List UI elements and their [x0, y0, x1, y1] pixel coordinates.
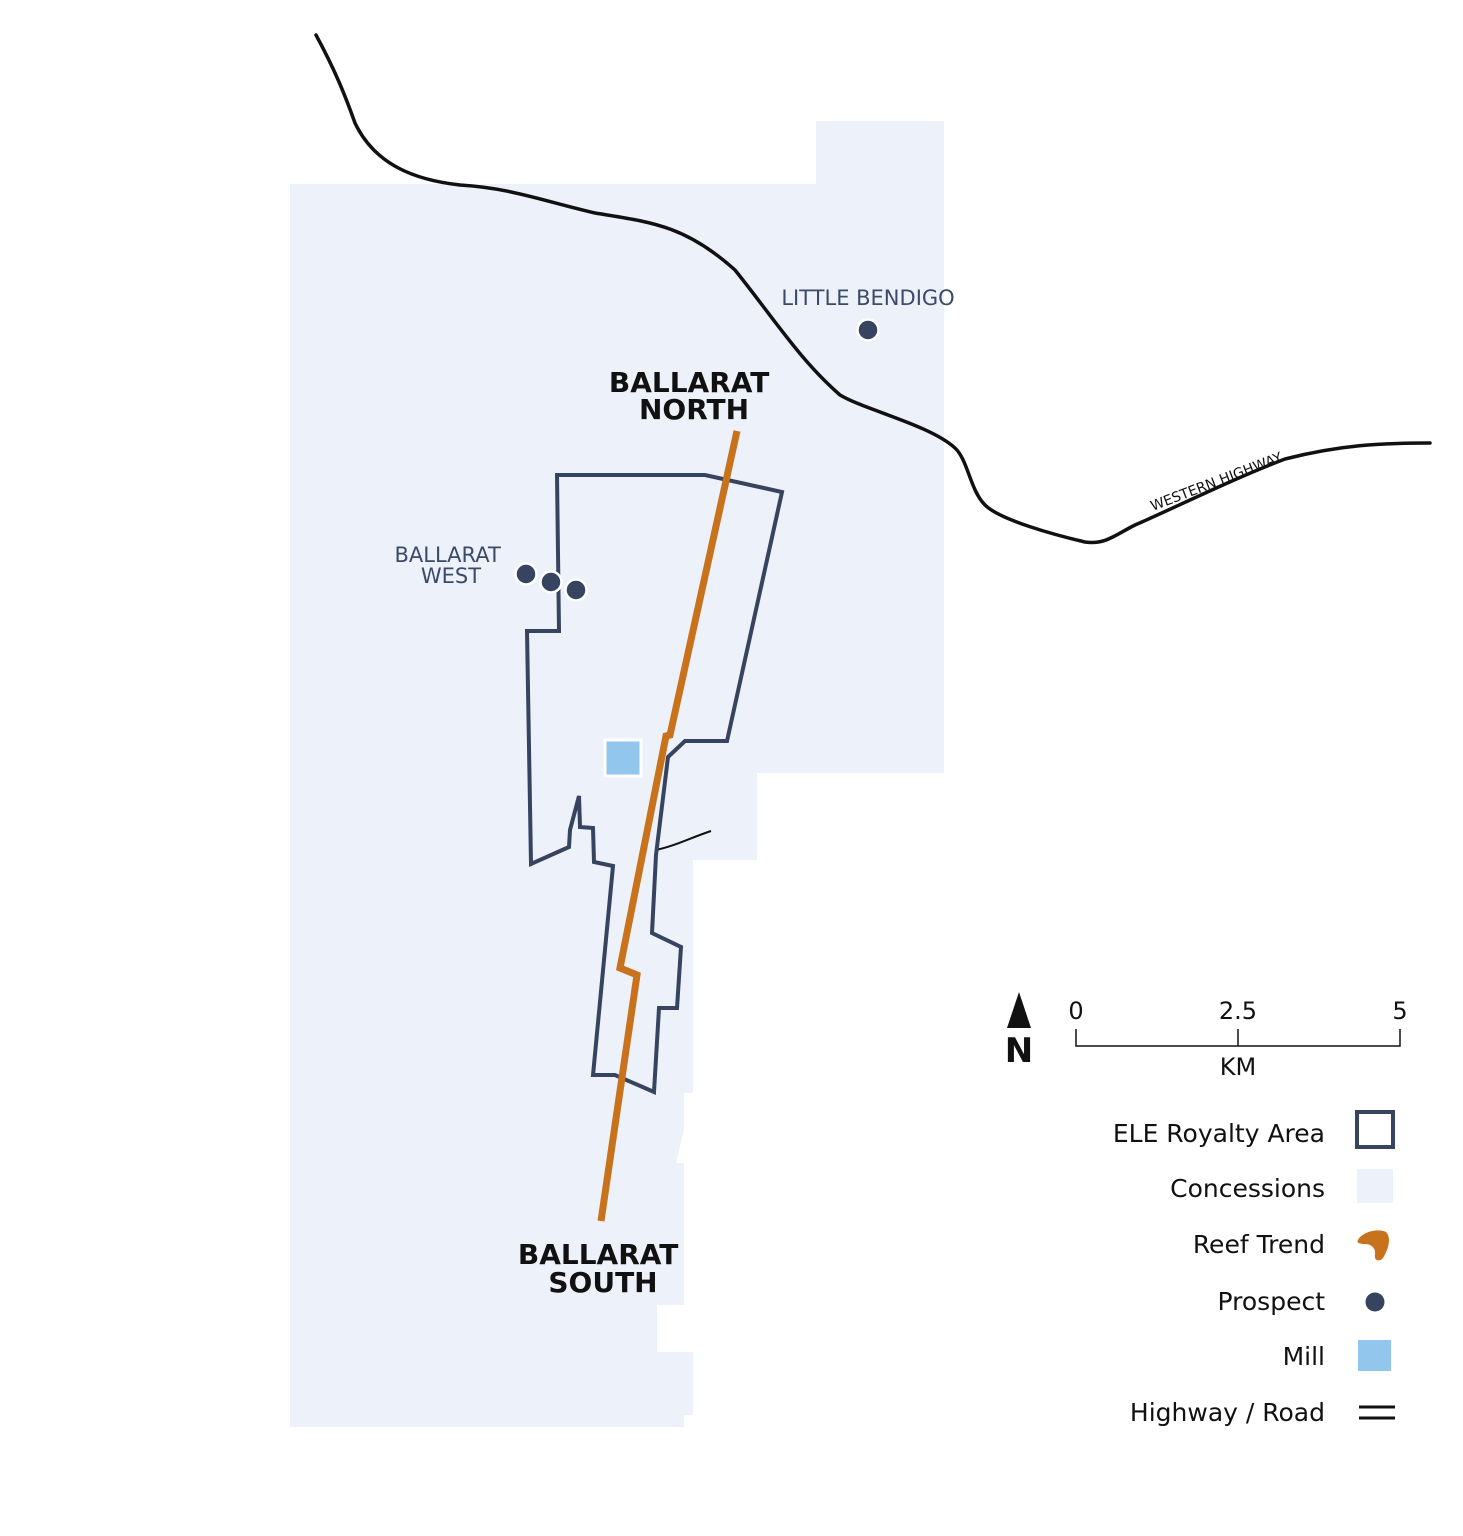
- north-arrow-label: N: [1005, 1031, 1033, 1071]
- legend-outline-square-icon: [1355, 1110, 1395, 1149]
- scale-unit: KM: [1220, 1053, 1256, 1081]
- ele-royalty-area-outline: [524, 473, 785, 1095]
- prospect-little-bendigo: [856, 318, 880, 342]
- legend-mill-square-icon: [1358, 1340, 1391, 1371]
- scale-tick-5: 5: [1392, 997, 1407, 1025]
- legend-dot-icon: [1365, 1292, 1385, 1312]
- prospect-ballarat-west-3: [564, 578, 588, 602]
- legend-label-prospect: Prospect: [1218, 1287, 1326, 1316]
- scale-tick-0: 0: [1068, 997, 1083, 1025]
- label-western-highway: WESTERN HIGHWAY: [1148, 450, 1285, 515]
- north-arrow: N: [1005, 992, 1033, 1071]
- legend-label-concessions: Concessions: [1170, 1174, 1325, 1203]
- label-ballarat-west: BALLARAT WEST: [394, 543, 507, 588]
- western-highway-road: [314, 33, 1432, 545]
- legend-label-highway-road: Highway / Road: [1130, 1398, 1325, 1427]
- mill-marker: [603, 738, 643, 778]
- label-ballarat-south: BALLARAT SOUTH: [518, 1238, 688, 1299]
- legend-label-ele-royalty-area: ELE Royalty Area: [1113, 1119, 1325, 1148]
- prospect-ballarat-west-1: [514, 562, 538, 586]
- label-little-bendigo: LITTLE BENDIGO: [781, 286, 954, 310]
- north-arrow-icon: [1007, 992, 1031, 1028]
- scale-tick-2-5: 2.5: [1219, 997, 1257, 1025]
- legend-concession-square-icon: [1357, 1169, 1393, 1203]
- label-ballarat-north: BALLARAT NORTH: [609, 366, 779, 426]
- prospect-ballarat-west-2: [539, 570, 563, 594]
- legend-reef-shape-icon: [1357, 1230, 1390, 1261]
- legend-label-mill: Mill: [1283, 1342, 1325, 1371]
- legend: ELE Royalty Area Concessions Reef Trend …: [1113, 1110, 1395, 1427]
- scale-bar: 0 2.5 5 KM: [1068, 997, 1407, 1081]
- reef-trend-line: [597, 430, 741, 1222]
- legend-label-reef-trend: Reef Trend: [1193, 1230, 1325, 1259]
- side-road: [655, 830, 712, 851]
